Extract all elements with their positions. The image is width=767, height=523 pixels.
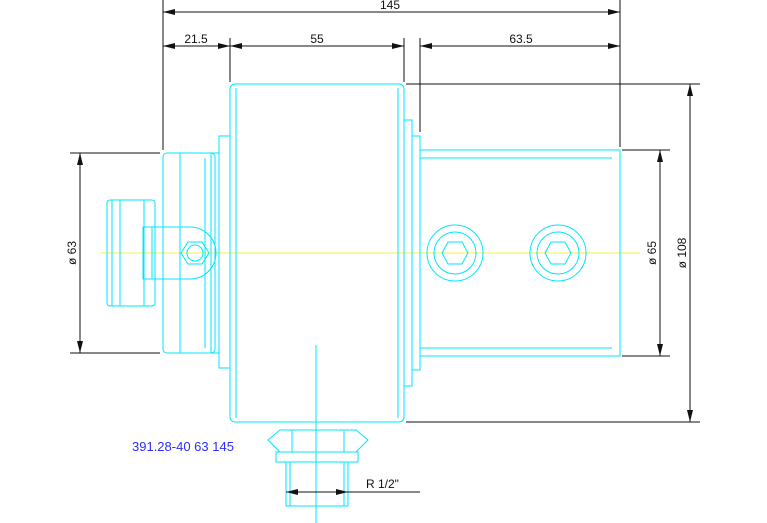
dim-left-label: 21.5 <box>184 32 208 46</box>
thread-dimension: R 1/2" <box>286 477 420 495</box>
dia-outer-label: ø 108 <box>675 237 689 268</box>
rotary-union-body <box>106 83 621 507</box>
dimension-63-5: 63.5 <box>420 32 620 49</box>
dim-mid-label: 55 <box>310 32 324 46</box>
dimension-55: 55 <box>230 32 404 49</box>
dimension-dia-108: ø 108 <box>675 84 693 422</box>
dim-overall-label: 145 <box>380 0 400 12</box>
part-number: 391.28-40 63 145 <box>132 439 234 454</box>
extension-lines <box>70 0 700 423</box>
dim-right-label: 63.5 <box>509 32 533 46</box>
thread-label: R 1/2" <box>366 477 399 491</box>
dia-left-label: ø 63 <box>65 241 79 265</box>
dimension-21-5: 21.5 <box>163 32 242 49</box>
dimension-dia-65: ø 65 <box>645 150 663 356</box>
dia-right-label: ø 65 <box>645 241 659 265</box>
dimension-145: 145 <box>163 0 620 15</box>
dimension-dia-63: ø 63 <box>65 153 83 353</box>
